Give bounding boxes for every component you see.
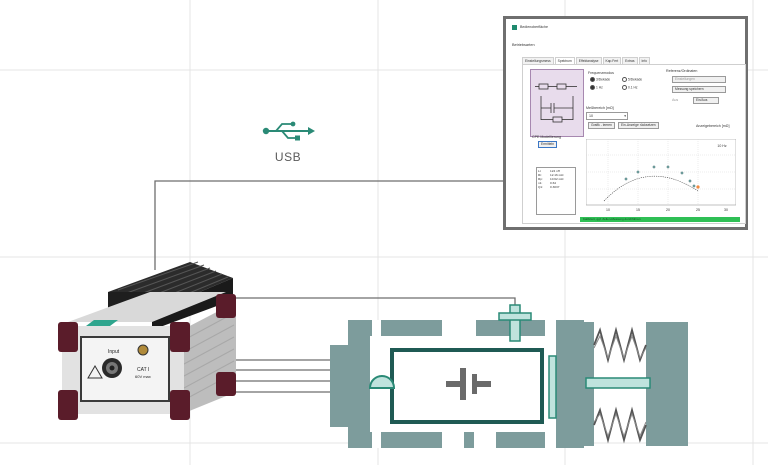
radio-unselected-icon (622, 85, 627, 90)
impedance-plot: 10 15 20 25 30 10 Hz (586, 139, 736, 212)
radio-1-hz[interactable]: 1 Hz (590, 85, 603, 90)
ermitteln-button[interactable]: Ermitteln (538, 141, 558, 148)
data-point (636, 170, 640, 174)
radio-3-dekade[interactable]: 3/Dekade (590, 77, 610, 82)
software-window: Bedienoberfläche Betriebsarten Einstellu… (503, 16, 748, 230)
start-button[interactable]: Ein/Aus (693, 97, 719, 104)
range-label: Meßbereich [mΩ] (586, 106, 614, 110)
plot-freq-label: 10 Hz (717, 144, 726, 148)
test-fixture (330, 304, 688, 448)
spektrum-panel (522, 64, 746, 224)
grafik-leeren-button[interactable]: Grafik ‑ leeren (588, 122, 615, 129)
usb-icon (262, 121, 315, 141)
value-row: n1:0.64 (538, 181, 557, 185)
window-title: Bedienoberfläche (520, 25, 548, 29)
sense-connector (137, 344, 149, 356)
x-tick: 10 (606, 208, 610, 212)
messung-speichern-button[interactable]: Messung speichern (672, 86, 726, 93)
x-tick: 30 (724, 208, 728, 212)
display-range-label: Anzeigebereich [mΩ] (696, 124, 730, 128)
chevron-down-icon: ▾ (624, 114, 626, 118)
frequency-header: Frequenzmodus (588, 71, 614, 75)
window-titlebar: Bedienoberfläche (512, 24, 548, 30)
sense-wire (205, 297, 516, 305)
measurement-device (58, 261, 236, 420)
x-tick: 15 (636, 208, 640, 212)
data-point (624, 177, 628, 181)
tab-effektanalyse[interactable]: Effektanalyse (575, 57, 602, 64)
value-row: Rp:10.62 mΩ (538, 177, 564, 181)
tab-kap-fert[interactable]: Kap.Fert (602, 57, 622, 64)
tab-extras[interactable]: Extras (622, 57, 638, 64)
radio-selected-icon (590, 85, 595, 90)
reference-header: Referenz/Ordinaten (666, 69, 698, 73)
parameter-values: Li:124 nH Ri:12.16 mΩ Rp:10.62 mΩ n1:0.6… (536, 167, 576, 215)
tab-einstellungsmess[interactable]: Einstellungsmess (522, 57, 554, 64)
voltage-label: 60V max (135, 374, 151, 379)
value-row: Q1:0.3037 (538, 185, 560, 189)
data-point (688, 179, 692, 183)
battery-symbol-icon (446, 368, 491, 400)
warning-icon (87, 365, 103, 379)
input-label: Input (108, 349, 120, 355)
x-tick: 20 (666, 208, 670, 212)
value-row: Ri:12.16 mΩ (538, 173, 564, 177)
circuit-diagram-icon (535, 83, 577, 123)
einstellungen-button[interactable]: Einstellungen (672, 76, 726, 83)
radio-5-dekade[interactable]: 5/Dekade (622, 77, 642, 82)
value-row: Li:124 nH (538, 169, 560, 173)
menu-betriebsarten[interactable]: Betriebsarten (512, 43, 535, 47)
usb-cable (154, 180, 503, 270)
tab-spektrum[interactable]: Spektrum (554, 57, 575, 64)
radio-unselected-icon (622, 77, 627, 82)
usb-label: USB (274, 150, 302, 164)
data-point (652, 165, 656, 169)
data-point (666, 165, 670, 169)
tab-info[interactable]: Info (638, 57, 650, 64)
status-bar: Kalibriert, ggf. Zellen-Messung durchfüh… (580, 217, 740, 222)
tab-bar: Einstellungsmess Spektrum Effektanalyse … (522, 57, 651, 64)
highlight-point (696, 185, 700, 189)
radio-selected-icon (590, 77, 595, 82)
spring-top (593, 326, 647, 364)
spring-top-2 (593, 334, 647, 360)
x-tick: 25 (696, 208, 700, 212)
cat-label: CAT I (137, 367, 150, 373)
off-label: Aus (672, 98, 679, 102)
equivalent-circuit (530, 69, 584, 137)
spring-bottom-2 (593, 412, 647, 438)
radio-0-1-hz[interactable]: 0.1 Hz (622, 85, 638, 90)
data-point (680, 171, 684, 175)
anzeige-ruecksetzen-button[interactable]: Ein-Anzeige rücksetzen (618, 122, 659, 129)
cpe-label: CPE Modellierung (532, 135, 561, 139)
app-icon (512, 24, 517, 30)
data-point (692, 184, 696, 188)
range-select[interactable]: 10 ▾ (586, 112, 628, 120)
